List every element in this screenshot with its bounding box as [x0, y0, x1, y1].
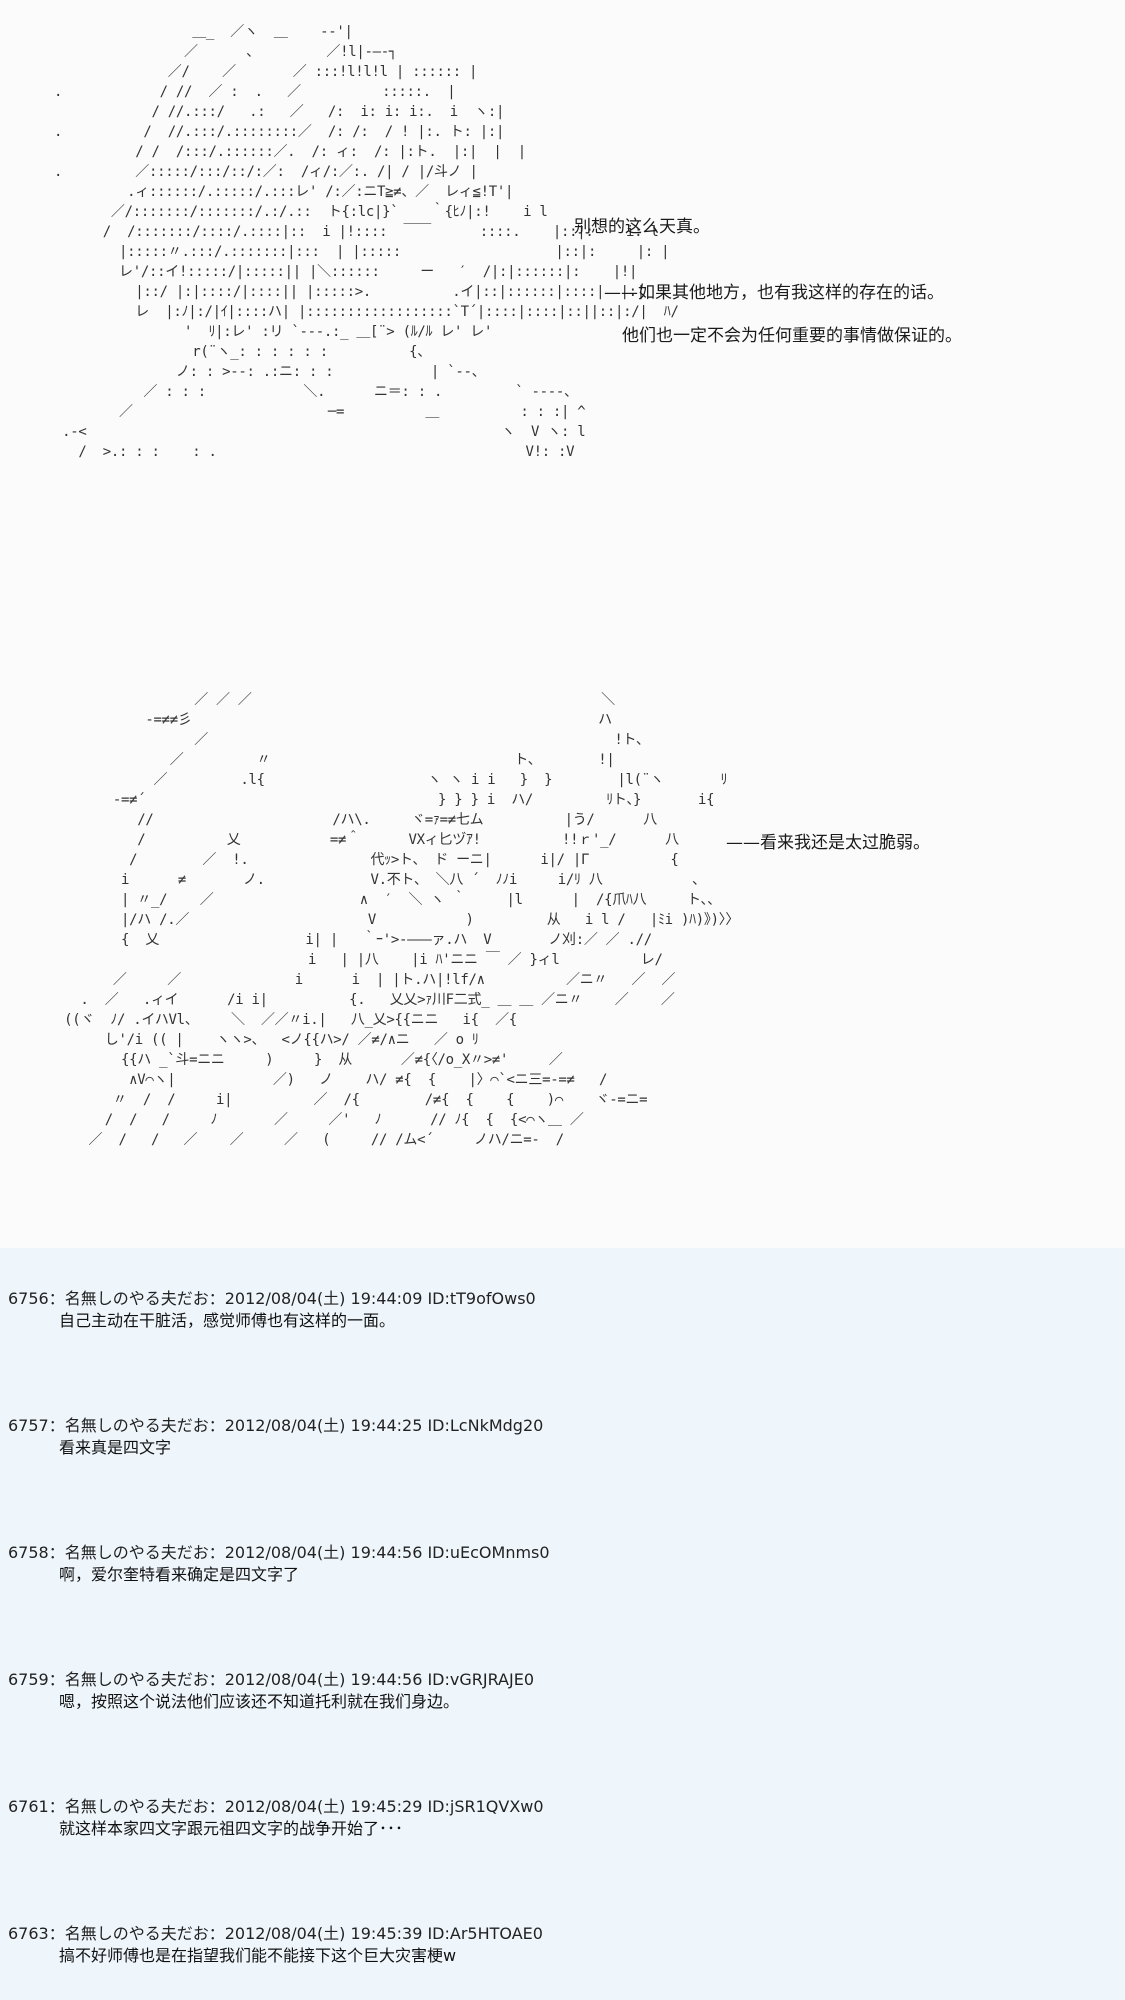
post: 6759：名無しのやる夫だお：2012/08/04(土) 19:44:56 ID… — [8, 1669, 1108, 1713]
comment-thread: 6756：名無しのやる夫だお：2012/08/04(土) 19:44:09 ID… — [0, 1248, 1125, 2000]
post-header: 6759：名無しのやる夫だお：2012/08/04(土) 19:44:56 ID… — [8, 1670, 535, 1689]
post-body: 看来真是四文字 — [59, 1438, 172, 1457]
post-header: 6757：名無しのやる夫だお：2012/08/04(土) 19:44:25 ID… — [8, 1416, 544, 1435]
post: 6758：名無しのやる夫だお：2012/08/04(土) 19:44:56 ID… — [8, 1542, 1108, 1586]
post-header: 6756：名無しのやる夫だお：2012/08/04(土) 19:44:09 ID… — [8, 1289, 536, 1308]
post-header: 6761：名無しのやる夫だお：2012/08/04(土) 19:45:29 ID… — [8, 1797, 544, 1816]
dialogue-line: ——看来我还是太过脆弱。 — [726, 833, 930, 853]
post-body: 自己主动在干脏活，感觉师傅也有这样的一面。 — [59, 1311, 396, 1330]
ascii-art-character-portrait: ＿_ ／ヽ ＿ -‐'| ／ ､ ／!l|‐―‐┐ ／/ ／ ／ :::!l!l… — [54, 24, 679, 460]
post: 6756：名無しのやる夫だお：2012/08/04(土) 19:44:09 ID… — [8, 1288, 1108, 1332]
artwork-panel: ＿_ ／ヽ ＿ -‐'| ／ ､ ／!l|‐―‐┐ ／/ ／ ／ :::!l!l… — [54, 24, 962, 1148]
post-body: 嗯，按照这个说法他们应该还不知道托利就在我们身边。 — [59, 1692, 460, 1711]
post: 6763：名無しのやる夫だお：2012/08/04(土) 19:45:39 ID… — [8, 1923, 1108, 1967]
post: 6757：名無しのやる夫だお：2012/08/04(土) 19:44:25 ID… — [8, 1415, 1108, 1459]
ascii-art-character-scene: ／ ／ ／ ＼ ‐=≠≠彡 ハ ／ !ト、 — [64, 692, 740, 1148]
post-body: 啊，爱尔奎特看来确定是四文字了 — [59, 1565, 300, 1584]
dialogue-line: 别想的这么天真。 — [574, 217, 710, 237]
dialogue-line: ——如果其他地方，也有我这样的存在的话。 — [604, 283, 944, 303]
post: 6761：名無しのやる夫だお：2012/08/04(土) 19:45:29 ID… — [8, 1796, 1108, 1840]
post-header: 6763：名無しのやる夫だお：2012/08/04(土) 19:45:39 ID… — [8, 1924, 543, 1943]
post-body: 就这样本家四文字跟元祖四文字的战争开始了･･･ — [59, 1819, 404, 1838]
post-header: 6758：名無しのやる夫だお：2012/08/04(土) 19:44:56 ID… — [8, 1543, 550, 1562]
dialogue-line: 他们也一定不会为任何重要的事情做保证的。 — [622, 326, 962, 346]
post-body: 搞不好师傅也是在指望我们能不能接下这个巨大灾害梗w — [59, 1946, 457, 1965]
